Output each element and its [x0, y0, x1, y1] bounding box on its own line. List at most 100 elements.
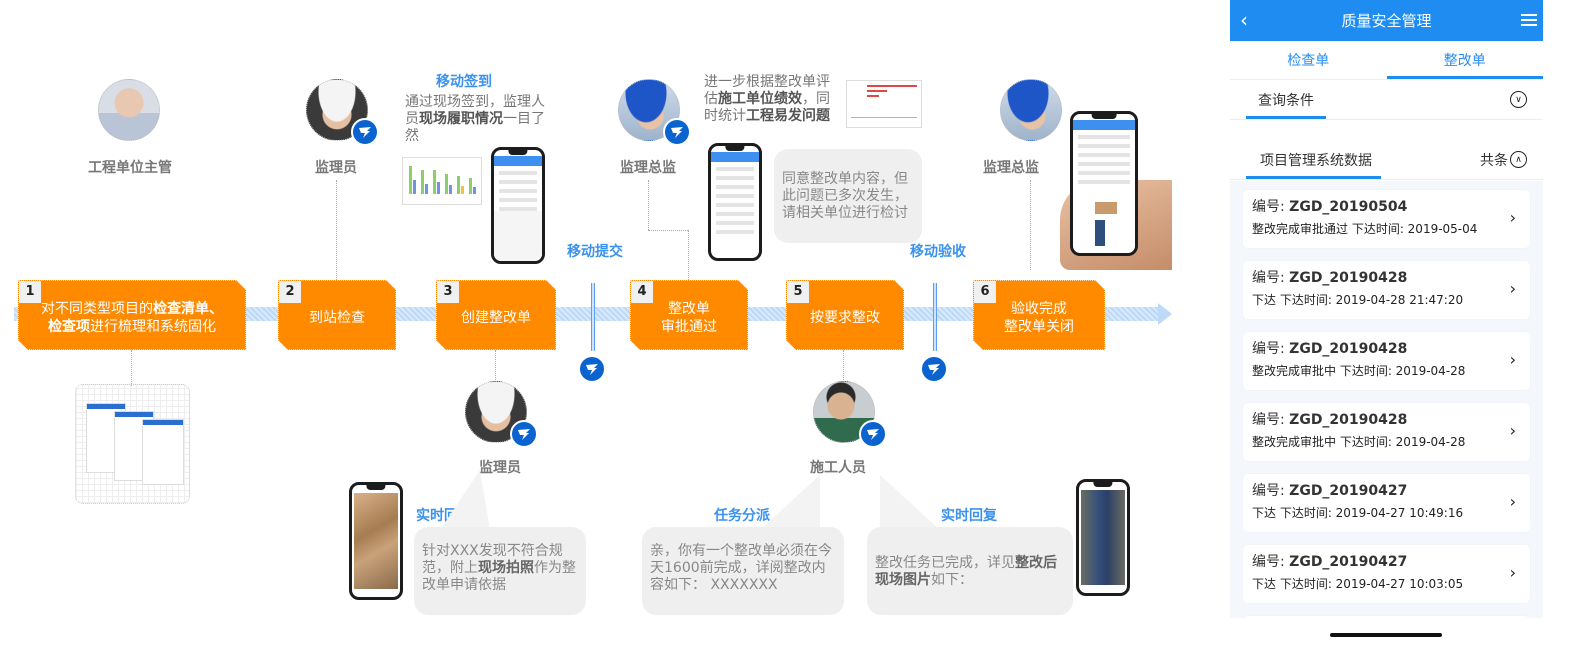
- hamburger-menu-icon[interactable]: [1521, 14, 1537, 29]
- label-task-dispatch: 任务分派: [714, 508, 770, 524]
- attendance-chart-thumbnail: [402, 157, 482, 205]
- mobile-app-panel: ‹ 质量安全管理 检查单 整改单 查询条件 ∨ 项目管理系统数据 共条 ∧ 编号…: [1230, 0, 1543, 647]
- record-meta: 下达 下达时间: 2019-04-27 10:49:16: [1252, 506, 1464, 520]
- chevron-left-icon[interactable]: ‹: [1240, 8, 1248, 32]
- connector-line: [495, 350, 496, 380]
- label-realtime-reply: 实时回复: [941, 508, 997, 524]
- bubble-tail: [880, 475, 940, 530]
- record-id: ZGD_20190427: [1289, 554, 1408, 570]
- phone-mockup-checkin: [491, 147, 545, 264]
- step-number: 1: [19, 281, 41, 303]
- record-card[interactable]: 编号: ZGD_20190427 下达 下达时间: 2019-04-27 10:…: [1243, 474, 1530, 532]
- query-conditions-label: 查询条件: [1258, 92, 1314, 109]
- record-id: ZGD_20190504: [1289, 199, 1408, 215]
- mobile-accept-divider: [933, 283, 937, 351]
- dispatch-bubble: 亲，你有一个整改单必须在今天1600前完成，详阅整改内容如下： XXXXXXX: [642, 527, 844, 615]
- evaluate-description: 进一步根据整改单评估施工单位绩效，同时统计工程易发问题: [704, 74, 830, 124]
- step-6: 6 验收完成整改单关闭: [973, 280, 1105, 350]
- section-underline: [1246, 176, 1381, 179]
- role-chief-supervisor: 监理总监: [983, 160, 1039, 176]
- connector-line: [336, 180, 337, 280]
- record-meta: 整改完成审批通过 下达时间: 2019-05-04: [1252, 222, 1478, 236]
- role-chief-supervisor: 监理总监: [620, 160, 676, 176]
- performance-chart-thumbnail: [846, 80, 922, 128]
- record-meta: 下达 下达时间: 2019-04-28 21:47:20: [1252, 293, 1464, 307]
- label-mobile-checkin: 移动签到: [436, 74, 492, 90]
- phone-mockup-approval: [708, 143, 762, 261]
- record-id: ZGD_20190427: [1289, 483, 1408, 499]
- dingtalk-icon: [920, 355, 948, 383]
- avatar-manager: [98, 79, 160, 141]
- avatar-chief-supervisor: [1000, 79, 1062, 141]
- record-card[interactable]: 编号: ZGD_20190428 整改完成审批中 下达时间: 2019-04-2…: [1243, 332, 1530, 390]
- connector-line: [688, 230, 689, 280]
- record-card[interactable]: 编号: ZGD_20190428 整改完成审批中 下达时间: 2019-04-2…: [1243, 403, 1530, 461]
- step-3: 3 创建整改单: [436, 280, 556, 350]
- role-worker: 施工人员: [810, 460, 866, 476]
- record-card[interactable]: 编号: ZGD_20190427 下达 下达时间: 2019-04-27 10:…: [1243, 545, 1530, 603]
- chevron-right-icon: ›: [1509, 563, 1516, 582]
- connector-line: [648, 180, 649, 230]
- section-underline: [1246, 116, 1326, 119]
- connector-line: [843, 350, 844, 380]
- step-2: 2 到站检查: [278, 280, 396, 350]
- role-supervisor: 监理员: [315, 160, 357, 176]
- chevron-right-icon: ›: [1509, 279, 1516, 298]
- connector-line: [131, 350, 132, 386]
- step-4: 4 整改单审批通过: [630, 280, 748, 350]
- dingtalk-icon: [859, 420, 887, 448]
- data-source-row[interactable]: 项目管理系统数据 共条 ∧: [1230, 140, 1543, 180]
- record-id: ZGD_20190428: [1289, 412, 1408, 428]
- phone-mockup-site-photo: [349, 482, 403, 600]
- app-header: ‹ 质量安全管理: [1230, 0, 1543, 41]
- app-title: 质量安全管理: [1341, 12, 1432, 30]
- chevron-right-icon: ›: [1509, 350, 1516, 369]
- step-1: 1 对不同类型项目的检查清单、 检查项进行梳理和系统固化: [18, 280, 246, 350]
- spacer: [1230, 120, 1543, 140]
- record-card-partial[interactable]: [1243, 616, 1530, 618]
- chevron-right-icon: ›: [1509, 421, 1516, 440]
- dingtalk-icon: [351, 118, 379, 146]
- bubble-tail: [760, 475, 820, 530]
- approval-bubble: 同意整改单内容，但此问题已多次发生，请相关单位进行检讨: [774, 149, 922, 243]
- tab-inspection-list[interactable]: 检查单: [1287, 53, 1330, 69]
- chevron-up-circle-icon[interactable]: ∧: [1510, 151, 1527, 168]
- timeline-arrowhead: [1158, 303, 1172, 325]
- dingtalk-icon: [510, 420, 538, 448]
- reply-bubble: 整改任务已完成，详见整改后现场图片如下：: [867, 527, 1073, 615]
- dingtalk-icon: [578, 355, 606, 383]
- label-mobile-submit: 移动提交: [567, 244, 623, 260]
- chevron-right-icon: ›: [1509, 208, 1516, 227]
- phone-mockup-completion-photo: [1076, 479, 1130, 596]
- record-meta: 整改完成审批中 下达时间: 2019-04-28: [1252, 435, 1466, 449]
- connector-line: [648, 230, 688, 231]
- record-card[interactable]: 编号: ZGD_20190504 整改完成审批通过 下达时间: 2019-05-…: [1243, 190, 1530, 248]
- record-id: ZGD_20190428: [1289, 341, 1408, 357]
- phone-mockup-acceptance: [1070, 111, 1138, 256]
- label-mobile-accept: 移动验收: [910, 244, 966, 260]
- tab-rectification-list[interactable]: 整改单: [1386, 41, 1544, 79]
- record-meta: 下达 下达时间: 2019-04-27 10:03:05: [1252, 577, 1464, 591]
- data-source-label: 项目管理系统数据: [1260, 152, 1372, 169]
- record-card[interactable]: 编号: ZGD_20190428 下达 下达时间: 2019-04-28 21:…: [1243, 261, 1530, 319]
- query-conditions-row[interactable]: 查询条件 ∨: [1230, 80, 1543, 120]
- mobile-submit-divider: [591, 283, 595, 351]
- step-number: 2: [279, 281, 301, 303]
- checklist-screenshot-thumbnail: [75, 384, 190, 504]
- step-number: 5: [787, 281, 809, 303]
- bubble-tail: [440, 470, 490, 530]
- step-number: 4: [631, 281, 653, 303]
- home-indicator[interactable]: [1330, 633, 1442, 637]
- total-count-label: 共条: [1480, 152, 1508, 169]
- tab-bar: 检查单 整改单: [1230, 41, 1543, 80]
- chevron-down-circle-icon[interactable]: ∨: [1510, 91, 1527, 108]
- dingtalk-icon: [663, 118, 691, 146]
- role-manager: 工程单位主管: [88, 160, 172, 176]
- report-bubble: 针对XXX发现不符合规范，附上现场拍照作为整改单申请依据: [414, 527, 586, 615]
- chevron-right-icon: ›: [1509, 492, 1516, 511]
- step-5: 5 按要求整改: [786, 280, 904, 350]
- step-number: 6: [974, 281, 996, 303]
- record-id: ZGD_20190428: [1289, 270, 1408, 286]
- record-meta: 整改完成审批中 下达时间: 2019-04-28: [1252, 364, 1466, 378]
- step-number: 3: [437, 281, 459, 303]
